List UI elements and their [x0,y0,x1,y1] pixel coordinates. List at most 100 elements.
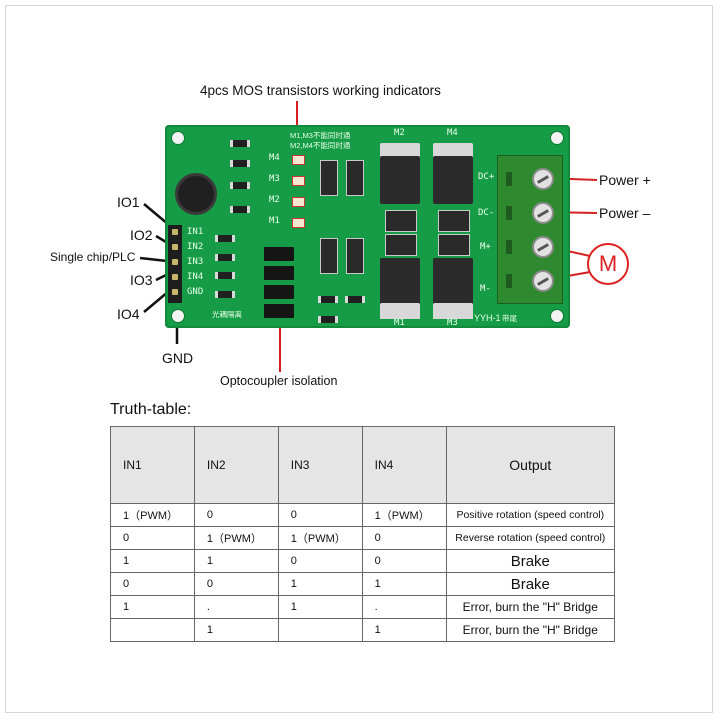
mosfet-tab [433,303,473,319]
optocoupler-chip [264,247,294,261]
screw-icon [532,168,554,190]
terminal-label-dc-plus: DC+ [478,172,495,182]
optocoupler-label: Optocoupler isolation [220,374,338,388]
terminal-slot [506,274,512,288]
header-cell: IN1 [110,426,195,504]
gnd-label: GND [162,350,194,366]
mos-label-m3: M3 [447,318,458,328]
led-label-m3: M3 [269,174,280,184]
power-plus-label: Power + [599,172,651,188]
io3-label: IO3 [130,272,153,288]
indicator-led [292,176,305,186]
driver-component [438,210,470,232]
terminal-label-m-plus: M+ [480,242,491,252]
table-cell: 1 [361,572,447,596]
resistor [230,160,250,167]
driver-component [385,210,417,232]
resistor [230,182,250,189]
optocoupler-chip [264,266,294,280]
led-label-m2: M2 [269,195,280,205]
mosfet-tab [380,303,420,319]
table-row: 0 0 1 1 Brake [110,572,616,596]
table-cell: Error, burn the "H" Bridge [445,618,616,642]
pin-label-in4: IN4 [187,272,204,282]
table-row: 1 1 0 0 Brake [110,549,616,573]
pin [172,244,178,250]
driver-component [346,160,364,196]
io1-label: IO1 [117,194,140,210]
table-row: 1 . 1 . Error, burn the "H" Bridge [110,595,616,619]
mosfet-m2 [380,156,420,204]
driver-component [438,234,470,256]
screw-icon [532,236,554,258]
indicator-led [292,197,305,207]
silkscreen-opto: 光耦隔离 [212,310,242,319]
mosfet-m3 [433,258,473,306]
electrolytic-capacitor [175,173,217,215]
pin [172,274,178,280]
truth-table-title: Truth-table: [110,401,192,418]
resistor [318,296,338,303]
resistor [230,206,250,213]
table-cell: 1（PWM） [277,526,363,550]
pin-label-gnd: GND [187,287,204,297]
table-cell: Brake [445,572,616,596]
header-cell: IN4 [361,426,447,504]
screw-icon [532,270,554,292]
resistor [318,316,338,323]
power-minus-label: Power – [599,205,651,221]
indicator-led [292,155,305,165]
table-cell: Error, burn the "H" Bridge [445,595,616,619]
mosfet-tab [433,143,473,159]
indicator-led [292,218,305,228]
image-frame [5,5,713,713]
pin-label-in2: IN2 [187,242,204,252]
model-suffix: 带尾 [502,314,517,323]
table-cell [277,618,363,642]
mosfet-tab [380,143,420,159]
table-cell: 1（PWM） [193,526,279,550]
pin-label-in3: IN3 [187,257,204,267]
table-cell: 1 [361,618,447,642]
resistor [215,254,235,261]
header-cell: Output [445,426,616,504]
table-cell: Brake [445,549,616,573]
table-cell: 0 [361,549,447,573]
header-cell: IN3 [277,426,363,504]
pin [172,229,178,235]
resistor [215,272,235,279]
table-cell: 0 [277,549,363,573]
mounting-hole [171,131,185,145]
single-chip-label: Single chip/PLC [50,250,136,264]
resistor [215,235,235,242]
table-cell: 1 [277,595,363,619]
table-cell: 0 [193,503,279,527]
truth-table: IN1 IN2 IN3 IN4 Output 1（PWM） 0 0 1（PWM）… [110,426,616,642]
mounting-hole [550,131,564,145]
resistor [230,140,250,147]
mos-indicators-label: 4pcs MOS transistors working indicators [200,83,441,98]
table-cell: 1 [193,618,279,642]
mosfet-m4 [433,156,473,204]
pin-label-in1: IN1 [187,227,204,237]
silkscreen-note-2: M2,M4不能同时通 [290,141,351,150]
table-cell: . [193,595,279,619]
driver-component [346,238,364,274]
pin [172,259,178,265]
driver-component [320,160,338,196]
io2-label: IO2 [130,227,153,243]
led-label-m1: M1 [269,216,280,226]
table-cell: 1 [110,549,195,573]
table-cell: Positive rotation (speed control) [445,503,616,527]
resistor [345,296,365,303]
mos-label-m4: M4 [447,128,458,138]
io4-label: IO4 [117,306,140,322]
screw-icon [532,202,554,224]
mos-label-m2: M2 [394,128,405,138]
table-cell: 1 [193,549,279,573]
table-row: 1（PWM） 0 0 1（PWM） Positive rotation (spe… [110,503,616,527]
mounting-hole [550,309,564,323]
model-label: YYH-1 [474,313,501,323]
resistor [215,291,235,298]
led-label-m4: M4 [269,153,280,163]
